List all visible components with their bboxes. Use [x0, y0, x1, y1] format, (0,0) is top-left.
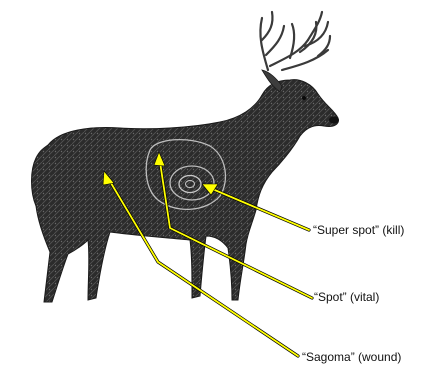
deer-body-shape: [32, 80, 339, 302]
spot-label: “Spot” (vital): [314, 290, 379, 304]
super-spot-label: “Super spot” (kill): [313, 223, 404, 237]
sagoma-label: “Sagoma” (wound): [302, 350, 401, 364]
antlers-icon: [260, 12, 330, 70]
deer-target-icon: [32, 12, 340, 302]
